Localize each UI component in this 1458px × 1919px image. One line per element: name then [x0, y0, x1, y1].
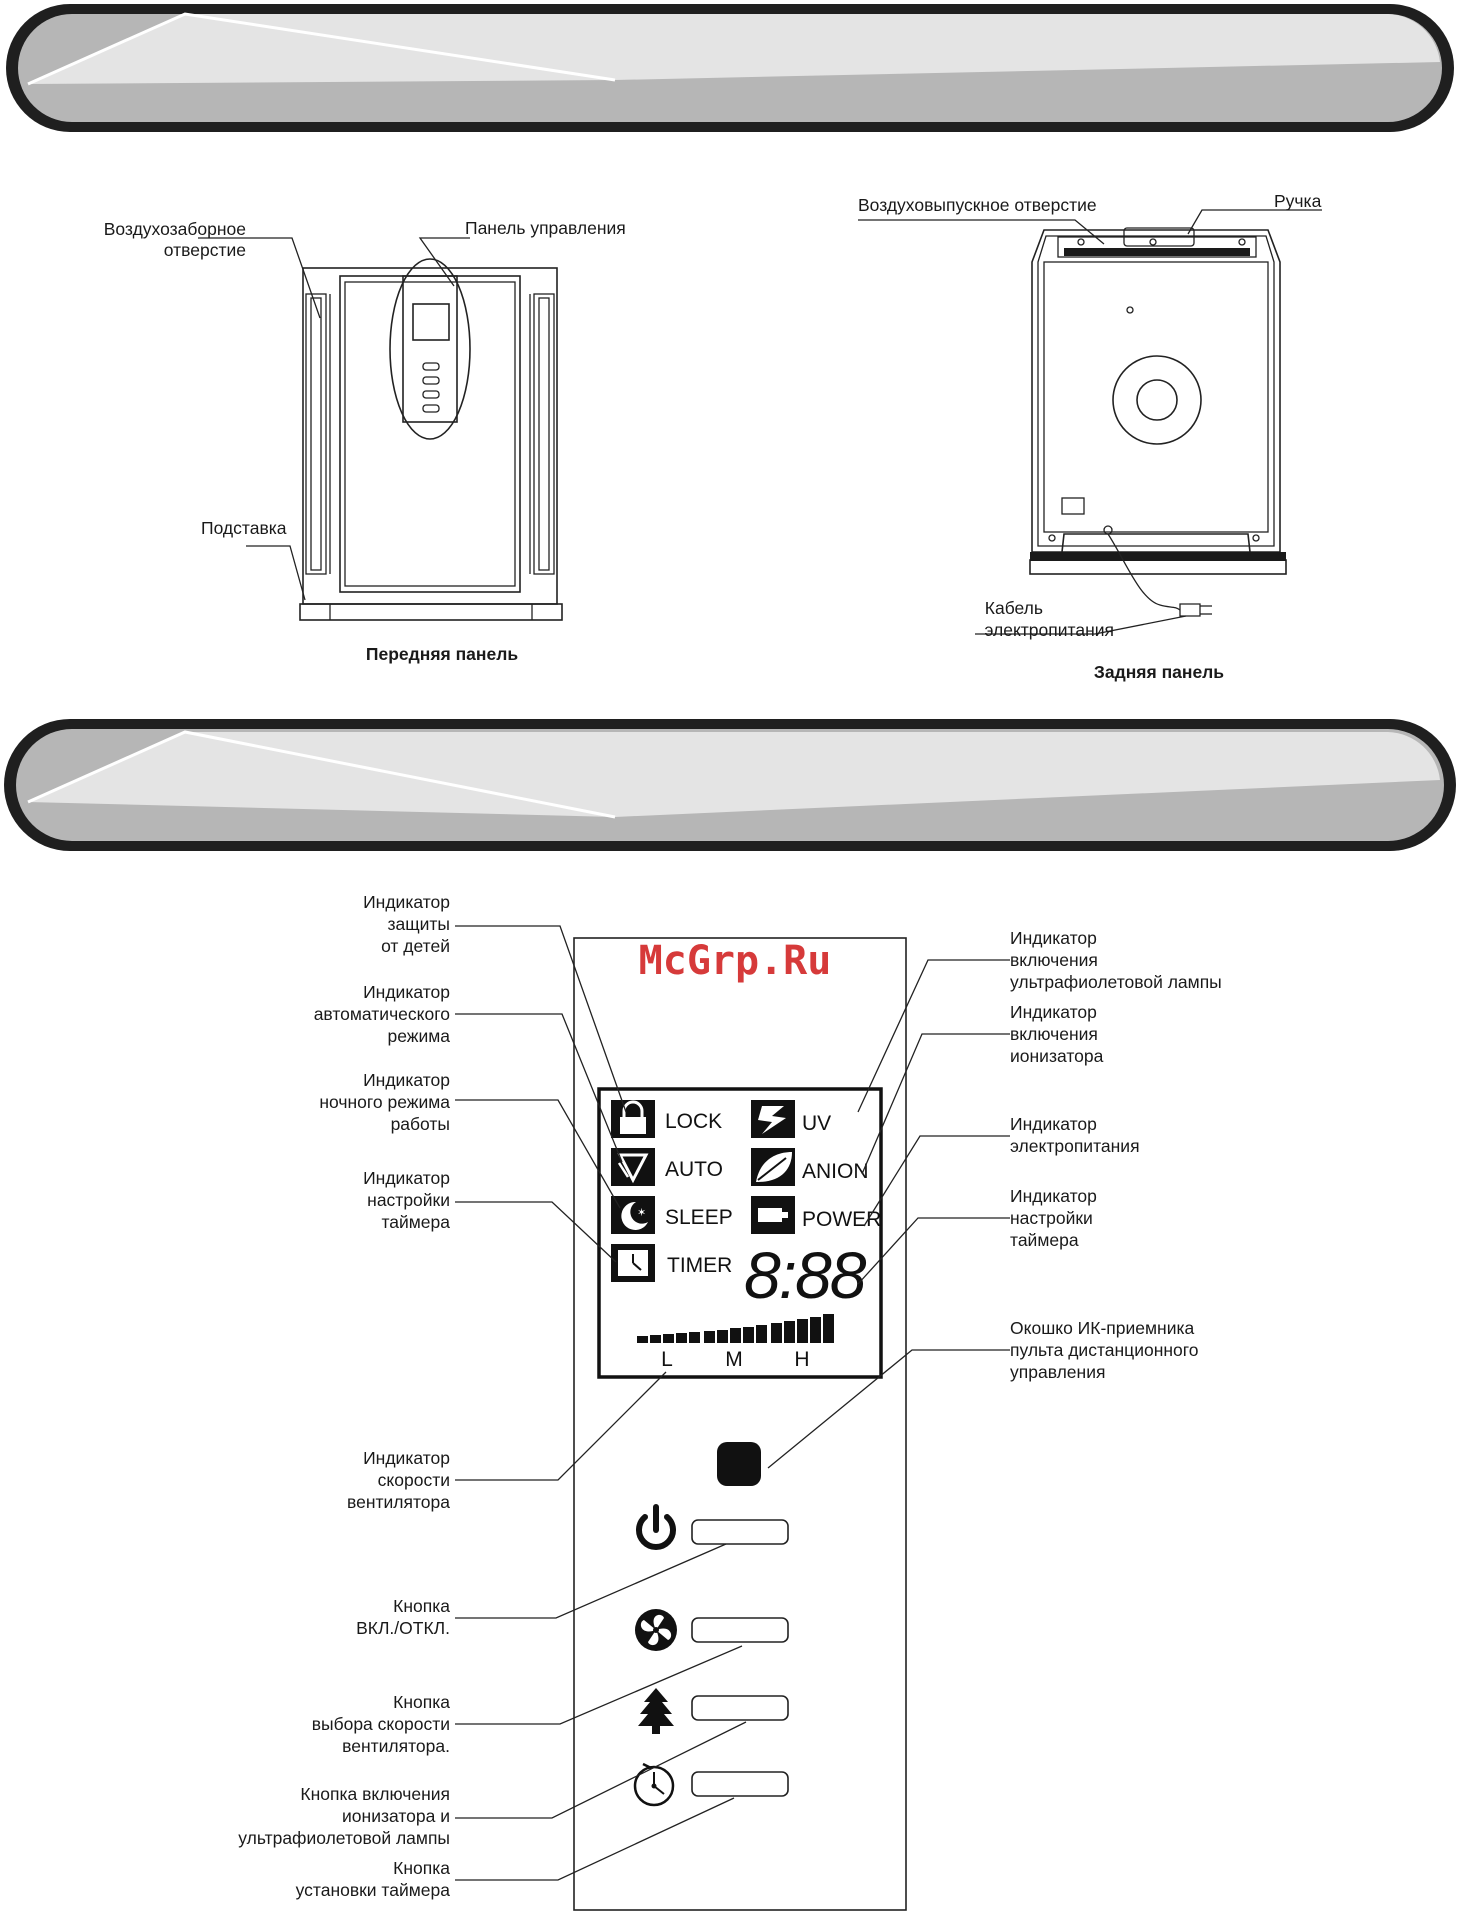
label-stand: Подставка	[201, 518, 287, 538]
label-intake-l2: отверстие	[164, 240, 246, 260]
caption-front-panel: Передняя панель	[366, 644, 518, 664]
callout-sleep-l1: Индикатор	[363, 1070, 450, 1090]
callout-uv-l3: ультрафиолетовой лампы	[1010, 972, 1222, 992]
callout-speed-l2: скорости	[378, 1470, 450, 1490]
watermark: McGrp.Ru	[639, 938, 832, 984]
right-leader-lines	[767, 959, 1010, 1469]
power-icon	[636, 1504, 676, 1550]
callout-anion-l2: включения	[1010, 1024, 1098, 1044]
speed-bars	[637, 1314, 834, 1343]
lcd-anion-label: ANION	[802, 1160, 869, 1183]
svg-text:✶: ✶	[637, 1206, 646, 1219]
lock-icon	[611, 1100, 655, 1138]
callout-rtimer-l1: Индикатор	[1010, 1186, 1097, 1206]
caption-back-panel: Задняя панель	[1094, 662, 1224, 682]
lcd-uv-label: UV	[802, 1112, 831, 1135]
callout-fanbtn-l1: Кнопка	[393, 1692, 450, 1712]
power-indicator-icon	[751, 1196, 795, 1234]
control-panel-outline	[573, 937, 907, 1911]
label-intake-l1: Воздухозаборное	[104, 219, 246, 239]
auto-icon	[611, 1148, 655, 1186]
left-callouts: Индикатор защиты от детей Индикатор авто…	[238, 892, 450, 1900]
callout-lock-l3: от детей	[381, 936, 450, 956]
callout-timer-l2: настройки	[367, 1190, 450, 1210]
callout-lock-l1: Индикатор	[363, 892, 450, 912]
callout-ionbtn-l3: ультрафиолетовой лампы	[238, 1828, 450, 1848]
callout-lock-l2: защиты	[387, 914, 450, 934]
lcd-lock-label: LOCK	[665, 1110, 722, 1133]
callout-power-l2: электропитания	[1010, 1136, 1140, 1156]
callout-onoff-l1: Кнопка	[393, 1596, 450, 1616]
callout-fanbtn-l3: вентилятора.	[342, 1736, 450, 1756]
callout-ir-l1: Окошко ИК-приемника	[1010, 1318, 1195, 1338]
callout-sleep-l2: ночного режима	[319, 1092, 450, 1112]
callout-uv-l2: включения	[1010, 950, 1098, 970]
callout-fanbtn-l2: выбора скорости	[312, 1714, 450, 1734]
callout-timerbtn-l1: Кнопка	[393, 1858, 450, 1878]
back-panel-drawing	[1029, 227, 1287, 617]
callout-onoff-l2: ВКЛ./ОТКЛ.	[356, 1618, 450, 1638]
callout-sleep-l3: работы	[391, 1114, 450, 1134]
callout-rtimer-l3: таймера	[1010, 1230, 1079, 1250]
label-cable-l1: Кабель	[985, 598, 1043, 618]
sleep-icon: ✶	[611, 1196, 655, 1234]
clock-icon	[633, 1762, 675, 1807]
timer-button[interactable]	[691, 1771, 789, 1797]
callout-anion-l3: ионизатора	[1010, 1046, 1104, 1066]
left-leader-lines	[455, 925, 747, 1881]
callout-auto-l2: автоматического	[314, 1004, 450, 1024]
speed-mark-l: L	[661, 1348, 673, 1371]
header-banner-top	[6, 4, 1454, 132]
ionizer-uv-button[interactable]	[691, 1695, 789, 1721]
lcd-auto-label: AUTO	[665, 1158, 723, 1181]
callout-auto-l3: режима	[387, 1026, 450, 1046]
label-control-panel: Панель управления	[465, 218, 626, 238]
timer-icon	[611, 1244, 655, 1282]
power-button[interactable]	[691, 1519, 789, 1545]
label-outlet: Воздуховыпускное отверстие	[858, 195, 1097, 215]
callout-anion-l1: Индикатор	[1010, 1002, 1097, 1022]
callout-timerbtn-l2: установки таймера	[296, 1880, 451, 1900]
lcd-digits: 8:88	[744, 1238, 867, 1312]
callout-ir-l2: пульта дистанционного	[1010, 1340, 1199, 1360]
callout-uv-l1: Индикатор	[1010, 928, 1097, 948]
callout-speed-l1: Индикатор	[363, 1448, 450, 1468]
callout-rtimer-l2: настройки	[1010, 1208, 1093, 1228]
uv-icon	[751, 1100, 795, 1138]
right-callouts: Индикатор включения ультрафиолетовой лам…	[1010, 928, 1222, 1382]
callout-ionbtn-l2: ионизатора и	[342, 1806, 450, 1826]
callout-speed-l3: вентилятора	[347, 1492, 450, 1512]
callout-timer-l1: Индикатор	[363, 1168, 450, 1188]
anion-icon	[751, 1148, 795, 1186]
callout-auto-l1: Индикатор	[363, 982, 450, 1002]
callout-power-l1: Индикатор	[1010, 1114, 1097, 1134]
speed-mark-h: H	[794, 1348, 809, 1371]
lcd-display: ✶ LOCK AUTO SLEEP TIMER UV ANION POWE	[597, 1087, 883, 1379]
tree-icon	[638, 1688, 674, 1734]
callout-ir-l3: управления	[1010, 1362, 1105, 1382]
speed-mark-m: M	[725, 1348, 743, 1371]
lcd-power-label: POWER	[802, 1208, 881, 1231]
ir-receiver-window	[717, 1442, 761, 1486]
callout-ionbtn-l1: Кнопка включения	[300, 1784, 450, 1804]
label-cable-l2: электропитания	[984, 620, 1114, 640]
fan-icon	[635, 1609, 677, 1651]
lcd-timer-label: TIMER	[667, 1254, 732, 1277]
callout-timer-l3: таймера	[381, 1212, 450, 1232]
fan-speed-button[interactable]	[691, 1617, 789, 1643]
lcd-sleep-label: SLEEP	[665, 1206, 733, 1229]
front-panel-drawing	[299, 258, 563, 621]
label-handle: Ручка	[1274, 191, 1322, 211]
header-banner-second	[4, 719, 1456, 851]
